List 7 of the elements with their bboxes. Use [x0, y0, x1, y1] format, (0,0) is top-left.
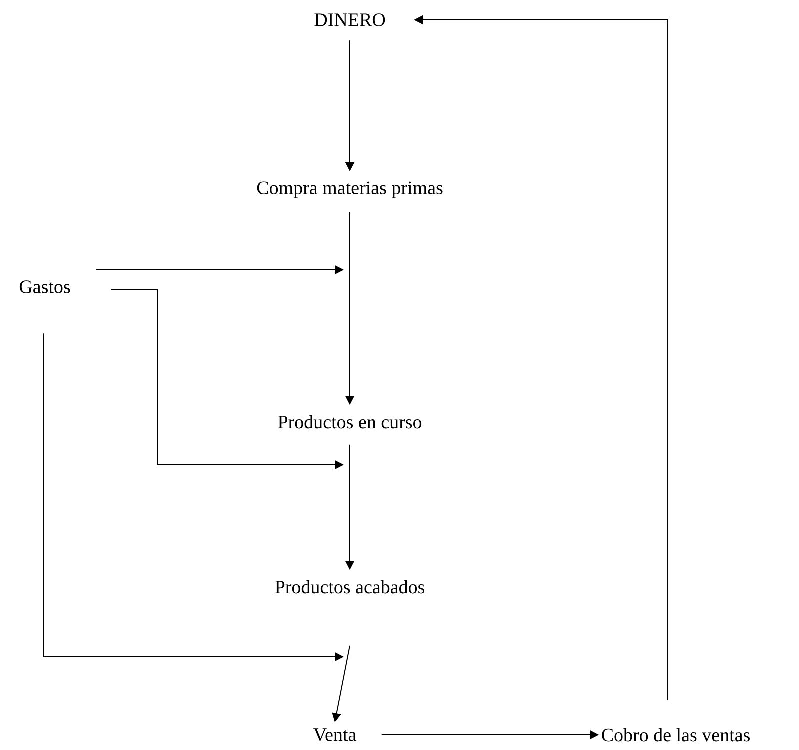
flow-label: DINERO [314, 14, 386, 26]
flow-label: Cobro de las ventas [602, 728, 750, 742]
flow-label: Gastos [20, 280, 70, 294]
flow-label: Productos acabados [275, 580, 425, 594]
flow-label: Productos en curso [278, 415, 422, 429]
flow-label: Compra materias primas [257, 182, 443, 198]
flow-label: Venta [314, 728, 356, 742]
